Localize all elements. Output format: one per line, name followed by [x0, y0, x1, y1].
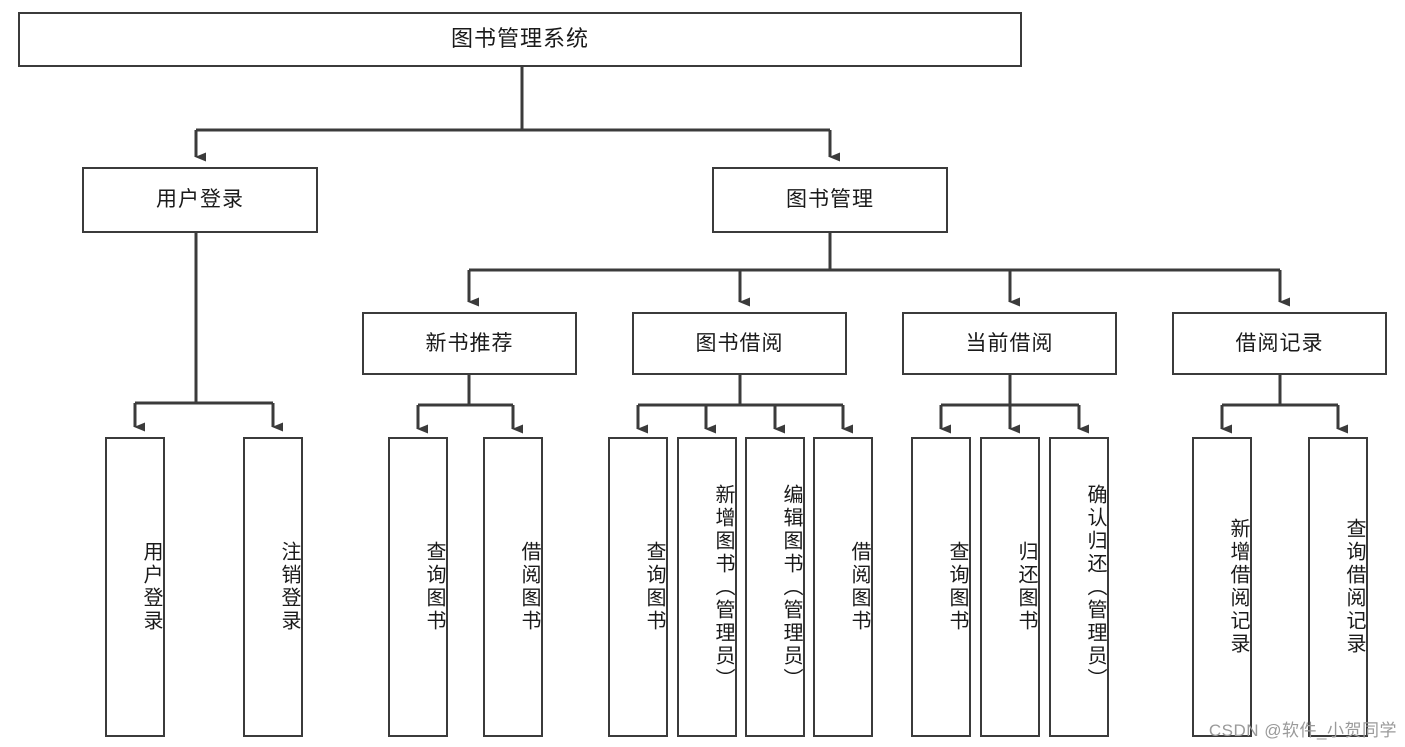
node-label: 借阅记录: [1235, 331, 1324, 355]
node-book-borrow[interactable]: 图书借阅: [632, 312, 847, 375]
node-label: 编辑图书（管理员）: [780, 483, 802, 691]
node-label: 用户登录: [140, 541, 162, 633]
leaf-query-book-current[interactable]: 查询图书: [911, 437, 971, 737]
node-label: 查询借阅记录: [1343, 518, 1365, 656]
node-label: 当前借阅: [965, 331, 1054, 355]
leaf-edit-book-admin[interactable]: 编辑图书（管理员）: [745, 437, 805, 737]
node-root-system[interactable]: 图书管理系统: [18, 12, 1022, 67]
node-label: 归还图书: [1015, 541, 1037, 633]
node-label: 借阅图书: [518, 541, 540, 633]
leaf-return-book[interactable]: 归还图书: [980, 437, 1040, 737]
leaf-query-book-new-rec[interactable]: 查询图书: [388, 437, 448, 737]
leaf-query-borrow-record[interactable]: 查询借阅记录: [1308, 437, 1368, 737]
node-label: 新书推荐: [425, 331, 514, 355]
leaf-add-borrow-record[interactable]: 新增借阅记录: [1192, 437, 1252, 737]
node-label: 注销登录: [278, 541, 300, 633]
node-borrow-record[interactable]: 借阅记录: [1172, 312, 1387, 375]
node-label: 新增图书（管理员）: [712, 483, 734, 691]
node-current-borrow[interactable]: 当前借阅: [902, 312, 1117, 375]
node-book-manage[interactable]: 图书管理: [712, 167, 948, 233]
node-new-book-recommendation[interactable]: 新书推荐: [362, 312, 577, 375]
leaf-confirm-return-admin[interactable]: 确认归还（管理员）: [1049, 437, 1109, 737]
node-label: 图书管理系统: [450, 26, 589, 52]
node-label: 确认归还（管理员）: [1084, 483, 1106, 691]
node-label: 图书借阅: [695, 331, 784, 355]
node-label: 用户登录: [156, 188, 244, 212]
node-label: 新增借阅记录: [1227, 518, 1249, 656]
node-label: 借阅图书: [848, 541, 870, 633]
leaf-query-book-borrow[interactable]: 查询图书: [608, 437, 668, 737]
leaf-borrow-book[interactable]: 借阅图书: [813, 437, 873, 737]
node-label: 查询图书: [643, 541, 665, 633]
node-label: 图书管理: [786, 188, 874, 212]
leaf-borrow-book-new-rec[interactable]: 借阅图书: [483, 437, 543, 737]
leaf-user-logout[interactable]: 注销登录: [243, 437, 303, 737]
node-label: 查询图书: [946, 541, 968, 633]
csdn-watermark: CSDN @软件_小贺同学: [1208, 721, 1397, 740]
node-label: 查询图书: [423, 541, 445, 633]
leaf-add-book-admin[interactable]: 新增图书（管理员）: [677, 437, 737, 737]
leaf-user-login[interactable]: 用户登录: [105, 437, 165, 737]
node-user-login[interactable]: 用户登录: [82, 167, 318, 233]
